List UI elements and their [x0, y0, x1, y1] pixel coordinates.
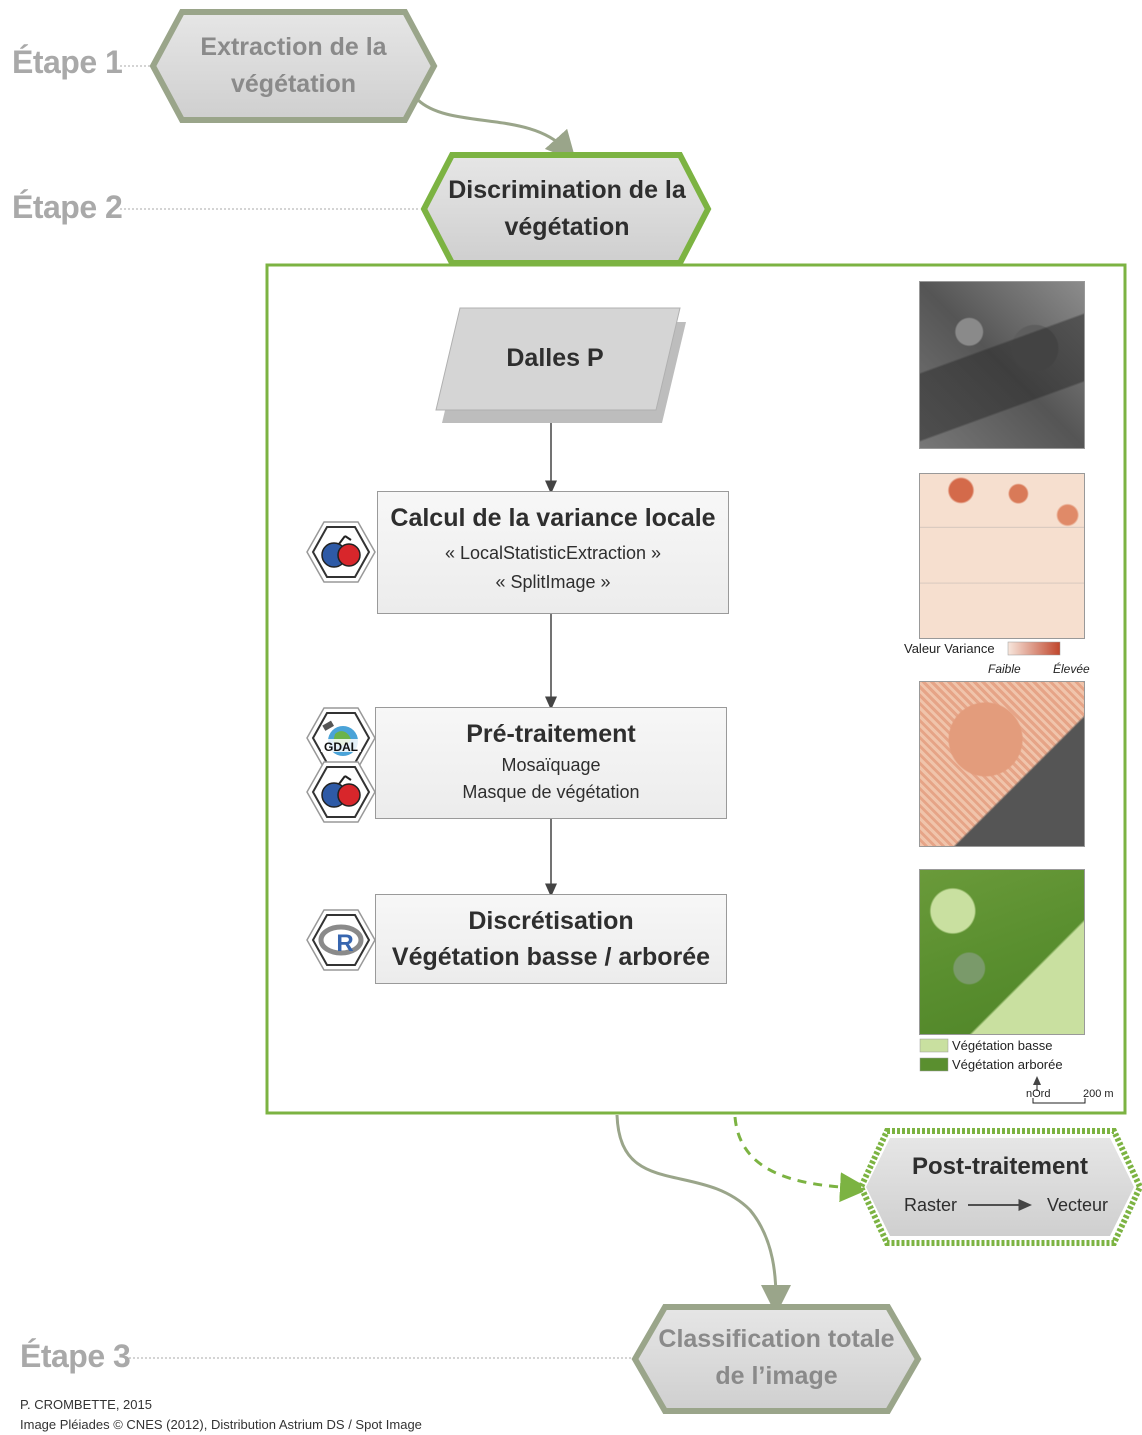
pretraitement-box: Pré-traitement Mosaïquage Masque de végé… — [375, 707, 727, 819]
legend-label-basse: Végétation basse — [952, 1038, 1053, 1053]
discrimination-hexagon — [420, 152, 712, 266]
variance-title: Calcul de la variance locale — [390, 504, 716, 532]
classification-hexagon — [631, 1304, 922, 1414]
variance-legend-low: Faible — [988, 662, 1021, 676]
dalles-shape — [435, 307, 681, 411]
legend-label-arboree: Végétation arborée — [952, 1057, 1063, 1072]
pretraitement-line-1: Mosaïquage — [501, 755, 601, 775]
r-logo-icon — [306, 909, 376, 971]
discretisation-box: Discrétisation Végétation basse / arboré… — [375, 894, 727, 984]
map-variance — [919, 473, 1085, 639]
gdal-logo-icon — [306, 707, 376, 769]
variance-legend-high: Élevée — [1053, 662, 1090, 676]
arrow-frame-to-classification — [615, 1114, 791, 1315]
extraction-hexagon — [149, 9, 438, 123]
post-from: Raster — [904, 1195, 958, 1215]
post-hexagon — [866, 1138, 1134, 1236]
credits-author: P. CROMBETTE, 2015 — [20, 1397, 152, 1412]
variance-legend-label: Valeur Variance — [904, 641, 995, 656]
pretraitement-line-2: Masque de végétation — [462, 782, 640, 802]
map-mosaic — [919, 681, 1085, 847]
r-logo-label: R — [336, 930, 353, 957]
post-to: Vecteur — [1047, 1195, 1109, 1215]
variance-line-1: « LocalStatisticExtraction » — [444, 543, 662, 563]
stage-1-label: Étape 1 — [12, 44, 123, 80]
legend-swatch-basse — [919, 1038, 949, 1053]
credits: P. CROMBETTE, 2015 Image Pléiades © CNES… — [20, 1395, 422, 1435]
scale-bar — [1032, 1098, 1086, 1104]
arrow-extraction-to-discrimination — [416, 98, 577, 162]
stage-2-label: Étape 2 — [12, 189, 123, 225]
dalles-label: Dalles P — [506, 344, 604, 372]
variance-color-ramp — [1007, 641, 1061, 656]
north-label: nOrd — [1026, 1088, 1051, 1100]
map-vegetation — [919, 869, 1085, 1035]
gdal-logo-label: GDAL — [324, 740, 358, 754]
stage-3-label: Étape 3 — [20, 1338, 131, 1374]
otb-logo-icon — [306, 521, 376, 583]
extraction-label: Extraction de la végétation — [200, 33, 387, 98]
stage-2-frame — [265, 263, 1127, 1115]
discretisation-subtitle: Végétation basse / arborée — [391, 943, 711, 971]
variance-box: Calcul de la variance locale « LocalStat… — [377, 491, 729, 614]
pretraitement-title: Pré-traitement — [466, 720, 636, 748]
legend-swatch-arboree — [919, 1057, 949, 1072]
discretisation-title: Discrétisation — [468, 907, 634, 935]
scale-label: 200 m — [1083, 1088, 1114, 1100]
map-panchromatic — [919, 281, 1085, 449]
classification-label: Classification totale de l’image — [658, 1325, 895, 1390]
credits-image: Image Pléiades © CNES (2012), Distributi… — [20, 1417, 422, 1432]
arrow-frame-to-post — [733, 1116, 870, 1203]
otb-logo-icon-2 — [306, 761, 376, 823]
post-title: Post-traitement — [911, 1153, 1089, 1180]
variance-line-2: « SplitImage » — [495, 572, 611, 592]
discrimination-label: Discrimination de la végétation — [448, 176, 686, 241]
